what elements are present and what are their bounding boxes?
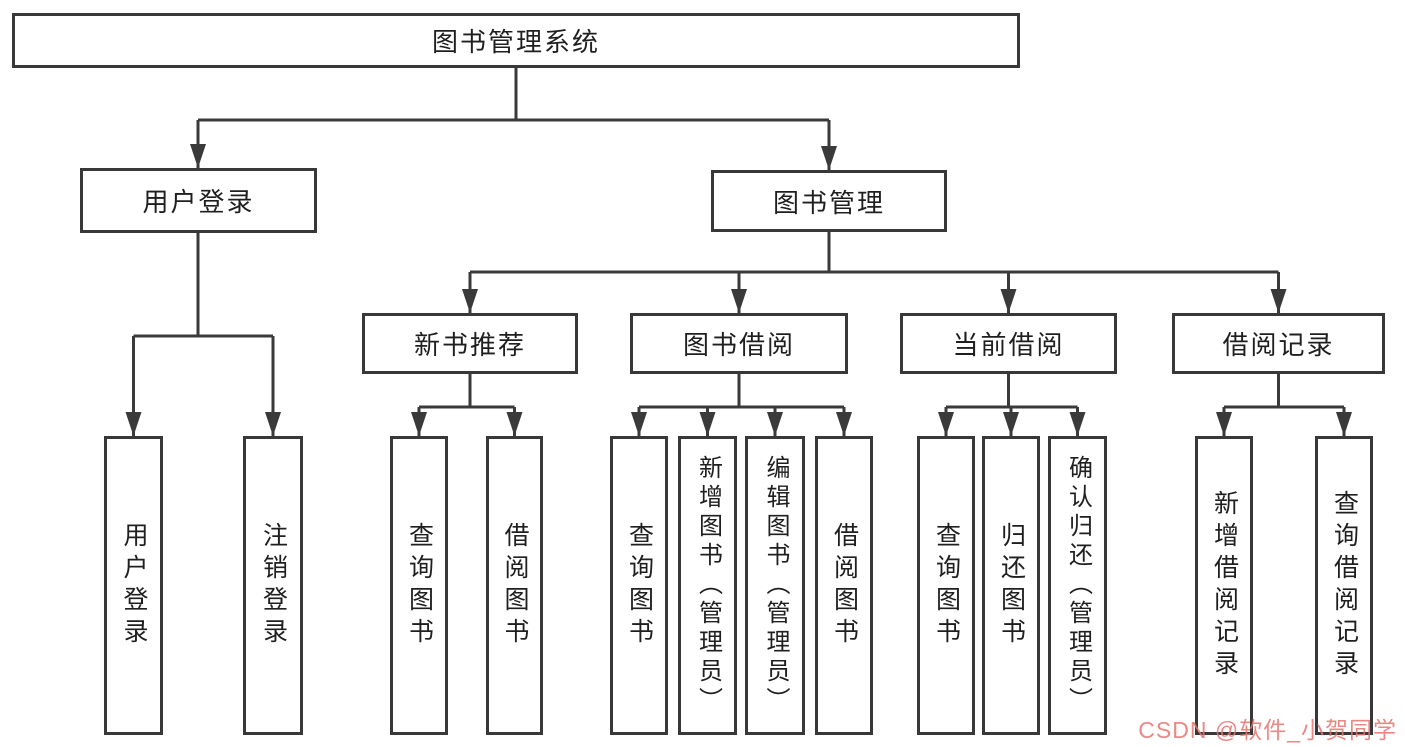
node-new-book-recommend: 新书推荐 — [362, 313, 578, 374]
node-label: 查询图书 — [405, 521, 434, 650]
leaf-logout: 注销登录 — [243, 436, 303, 735]
leaf-query-borrow-record: 查询借阅记录 — [1315, 436, 1373, 735]
leaf-return-books: 归还图书 — [982, 436, 1040, 735]
leaf-user-login: 用户登录 — [104, 436, 163, 735]
leaf-query-books-recommend: 查询图书 — [390, 436, 448, 735]
node-label: 当前借阅 — [952, 330, 1065, 360]
node-label: 归还图书 — [997, 521, 1026, 650]
node-label: 借阅记录 — [1222, 330, 1335, 360]
node-label: 注销登录 — [259, 521, 288, 650]
node-label: 新书推荐 — [413, 330, 526, 360]
node-label: 图书管理 — [772, 187, 885, 218]
node-label: 新增图书（管理员） — [694, 455, 722, 716]
node-current-borrow: 当前借阅 — [900, 313, 1117, 374]
node-book-management: 图书管理 — [711, 170, 947, 232]
node-borrow-records: 借阅记录 — [1172, 313, 1385, 374]
node-label: 借阅图书 — [501, 521, 529, 650]
node-label: 编辑图书（管理员） — [762, 455, 789, 716]
node-book-borrow: 图书借阅 — [630, 313, 848, 374]
leaf-query-books-current: 查询图书 — [917, 436, 975, 735]
connector-bars — [133, 68, 1344, 409]
leaf-query-books-borrow: 查询图书 — [610, 436, 668, 735]
node-label: 图书管理系统 — [431, 27, 600, 57]
leaf-confirm-return-admin: 确认归还（管理员） — [1048, 436, 1107, 735]
node-label: 新增借阅记录 — [1210, 489, 1239, 682]
node-root-library-system: 图书管理系统 — [12, 13, 1020, 68]
leaf-edit-books-admin: 编辑图书（管理员） — [745, 436, 805, 735]
node-label: 用户登录 — [142, 187, 255, 217]
node-label: 用户登录 — [120, 521, 148, 650]
leaf-borrow-books-recommend: 借阅图书 — [486, 436, 543, 735]
leaf-add-borrow-record: 新增借阅记录 — [1195, 436, 1253, 735]
node-label: 查询借阅记录 — [1330, 489, 1359, 682]
leaf-borrow-books: 借阅图书 — [815, 436, 873, 735]
node-label: 借阅图书 — [830, 521, 859, 650]
node-user-login: 用户登录 — [80, 168, 317, 233]
node-label: 查询图书 — [932, 521, 961, 650]
node-label: 图书借阅 — [682, 330, 795, 360]
node-label: 查询图书 — [625, 521, 654, 650]
node-label: 确认归还（管理员） — [1064, 455, 1092, 716]
leaf-add-books-admin: 新增图书（管理员） — [678, 436, 737, 735]
